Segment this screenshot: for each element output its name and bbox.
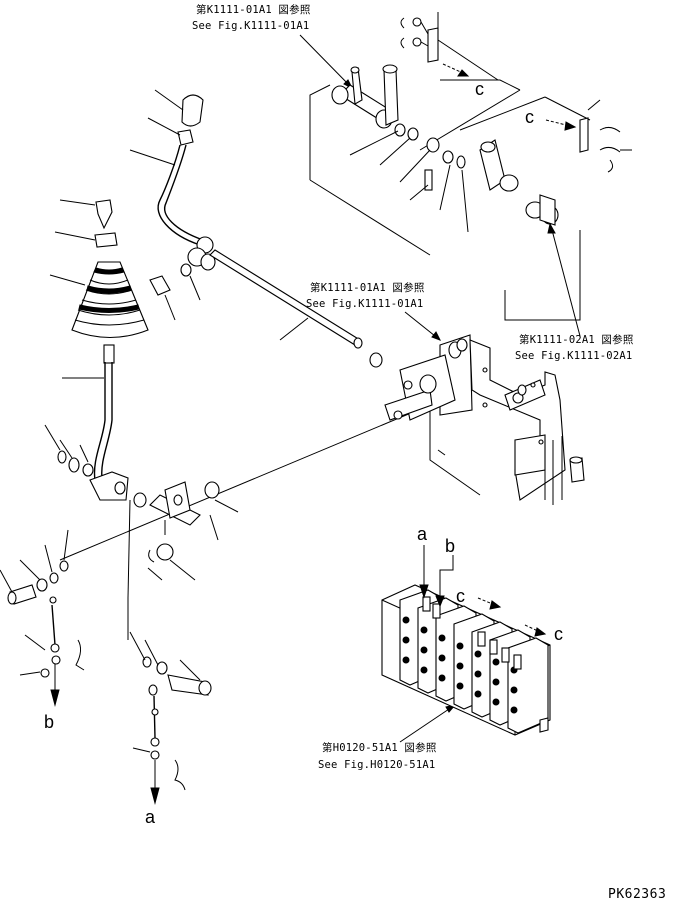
valve-sections	[399, 589, 549, 734]
reference-en: See Fig.H0120-51A1	[318, 759, 435, 771]
pivot-arm	[479, 139, 559, 226]
bolt-washer-mid	[149, 263, 201, 321]
lever-arm-upper	[331, 64, 399, 129]
reference-en: See Fig.K1111-01A1	[192, 20, 309, 32]
arrow-c-right	[545, 119, 577, 131]
cross-shaft	[209, 249, 383, 368]
bracket-right	[579, 99, 632, 173]
reference-en: See Fig.K1111-02A1	[515, 350, 632, 362]
leaders-knob	[129, 89, 184, 166]
callout-b-left: b	[44, 712, 54, 732]
reference-jp: 第K1111-01A1 図参照	[196, 3, 311, 16]
lower-shaft	[59, 404, 431, 599]
drawing-code: PK62363	[608, 887, 666, 902]
small-parts-left	[44, 424, 94, 477]
bracket-top-right	[400, 12, 499, 81]
arrow-c-top	[442, 63, 470, 77]
reference-jp: 第K1111-01A1 図参照	[310, 281, 425, 294]
valve-spool-ends	[422, 596, 522, 670]
callout-c-right: c	[525, 107, 534, 127]
gear-knob-left	[54, 199, 118, 248]
reference-jp: 第K1111-02A1 図参照	[519, 333, 634, 346]
reference-k1111-01a1-mid: 第K1111-01A1 図参照 See Fig.K1111-01A1	[306, 281, 425, 310]
callout-a-valve: a	[417, 524, 428, 544]
control-valve-block	[381, 584, 551, 736]
callout-c-valve-1: c	[456, 586, 465, 606]
linkage-a	[127, 598, 212, 805]
reference-leaders	[299, 34, 581, 743]
callout-a-left: a	[145, 807, 156, 827]
left-lever-rod	[62, 344, 129, 501]
callout-c-top: c	[475, 79, 484, 99]
reference-k1111-02a1: 第K1111-02A1 図参照 See Fig.K1111-02A1	[515, 333, 634, 362]
rubber-boot	[49, 261, 149, 338]
valve-arrows	[419, 545, 547, 637]
callout-b-valve: b	[445, 536, 455, 556]
leaders-upper	[349, 130, 469, 233]
reference-k1111-01a1-top: 第K1111-01A1 図参照 See Fig.K1111-01A1	[192, 3, 311, 32]
washers-upper	[394, 123, 466, 191]
reference-h0120-51a1: 第H0120-51A1 図参照 See Fig.H0120-51A1	[318, 741, 437, 771]
assembly-frame-lines	[309, 79, 591, 496]
linkage-b	[0, 529, 85, 707]
valve-ports	[402, 616, 518, 714]
reference-jp: 第H0120-51A1 図参照	[322, 741, 437, 754]
callout-c-valve-2: c	[554, 624, 563, 644]
reference-en: See Fig.K1111-01A1	[306, 298, 423, 310]
main-frame-assembly	[384, 334, 585, 505]
upper-lever-knob	[157, 94, 216, 271]
